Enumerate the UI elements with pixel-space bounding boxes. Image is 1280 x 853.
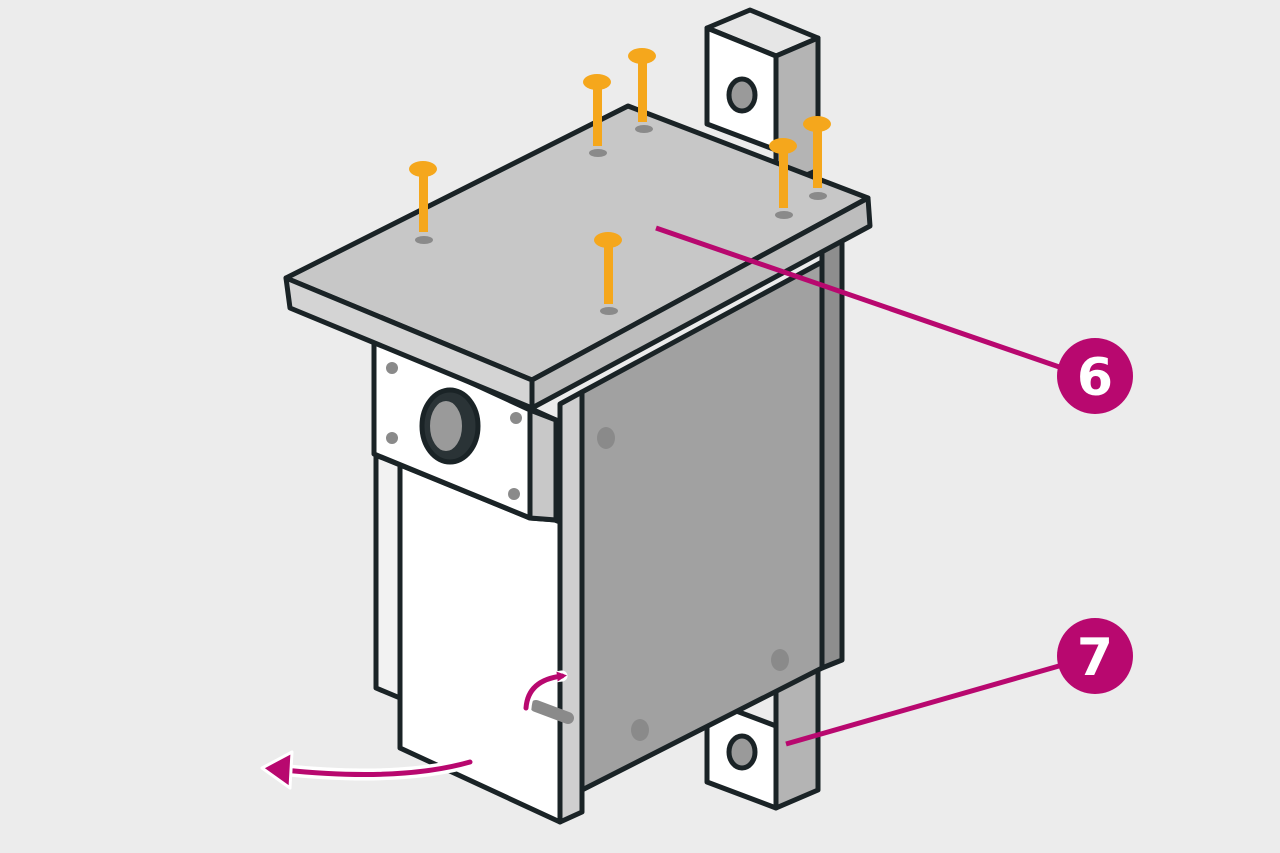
entrance-block-side [527,407,559,523]
callout-7-leader [785,661,1067,747]
front-screw-1 [386,362,398,374]
door-latch-pin [530,700,574,724]
nail-icon [583,74,611,157]
nail-icon [594,232,622,315]
side-panel-front-edge [557,389,585,825]
nail-icon [628,48,656,133]
nail-icon [409,161,437,244]
post-screw-hole-bottom [726,733,758,771]
callout-7-number: 7 [1077,628,1113,688]
front-screw-4 [508,488,520,500]
nails [409,48,831,315]
callout-6-leader [655,225,1069,373]
nail-icon [769,138,797,219]
side-screw-2 [771,649,789,671]
rotate-arrow-icon [523,671,567,711]
callout-7-badge [1057,618,1133,694]
post-screw-hole-top [726,76,758,114]
nail-icon [803,116,831,200]
side-screw-3 [631,719,649,741]
open-door-arrow-icon [281,759,473,777]
front-screw-2 [386,432,398,444]
front-back-strip [373,447,403,701]
open-door-arrowhead [260,750,294,790]
front-panel [371,335,574,825]
roof-side-edge [529,195,873,411]
callout-6-badge [1057,338,1133,414]
callout-7: 7 [785,618,1133,747]
callout-6: 6 [655,225,1133,414]
roof-panel [283,103,873,411]
side-panel [557,237,845,825]
side-panel-back-edge [819,237,845,671]
entrance-hole-inner [426,397,466,455]
front-screw-3 [510,412,522,424]
side-screw-1 [597,427,615,449]
callout-6-number: 6 [1077,348,1113,408]
